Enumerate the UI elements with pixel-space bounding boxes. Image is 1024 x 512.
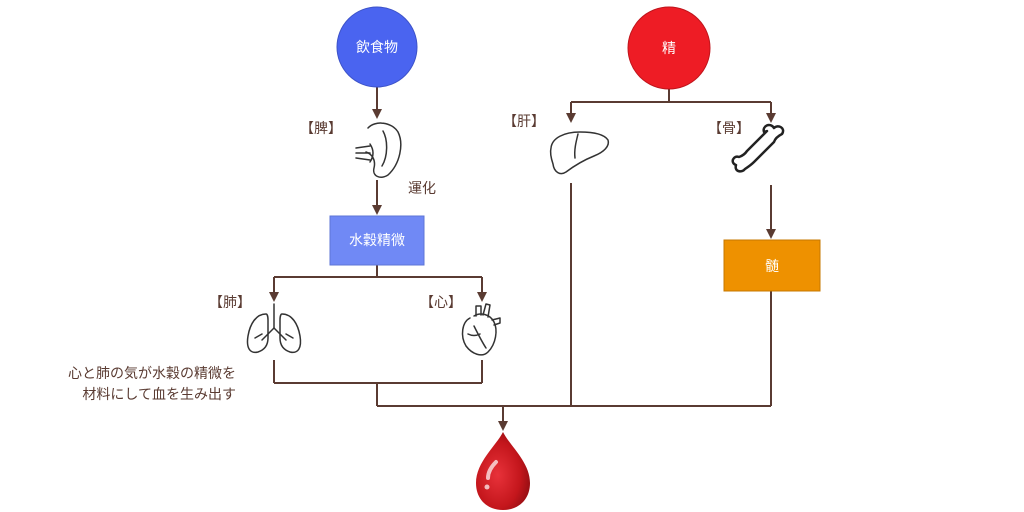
spleen-label: 【脾】 bbox=[300, 121, 342, 137]
transport-label: 運化 bbox=[408, 181, 436, 197]
grain-essence-label: 水穀精微 bbox=[349, 233, 405, 249]
marrow-node: 髄 bbox=[723, 239, 821, 292]
heart-label: 【心】 bbox=[420, 295, 462, 311]
connectors bbox=[269, 87, 776, 431]
note-line-1: 心と肺の気が水穀の精微を bbox=[68, 366, 236, 382]
food-node: 飲食物 bbox=[336, 6, 418, 88]
essence-label: 精 bbox=[662, 41, 676, 57]
essence-node: 精 bbox=[627, 6, 711, 90]
food-label: 飲食物 bbox=[356, 39, 398, 56]
bone-icon bbox=[731, 123, 785, 173]
note-line-2: 材料にして血を生み出す bbox=[82, 387, 236, 403]
liver-label: 【肝】 bbox=[503, 114, 545, 130]
liver-icon bbox=[549, 131, 610, 175]
lung-label: 【肺】 bbox=[209, 295, 251, 311]
grain-essence-node: 水穀精微 bbox=[329, 215, 425, 266]
blood-drop-icon bbox=[476, 432, 530, 510]
marrow-label: 髄 bbox=[765, 259, 779, 275]
lungs-icon bbox=[246, 303, 302, 354]
spleen-icon bbox=[355, 122, 402, 178]
heart-icon bbox=[461, 303, 501, 356]
bone-label: 【骨】 bbox=[708, 121, 750, 137]
